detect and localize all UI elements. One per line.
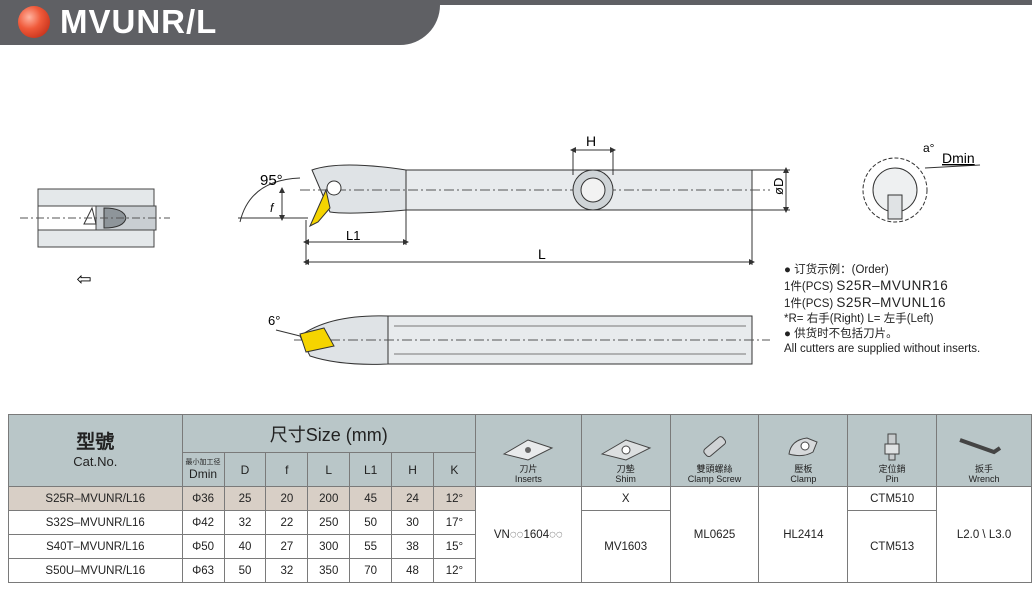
feed-arrow-icon: ⇦ [76, 269, 91, 289]
page-title: MVUNR/L [60, 3, 218, 40]
end-view-figure [862, 157, 981, 223]
order-note: ● 订货示例：(Order) 1件(PCS) S25R–MVUNR16 1件(P… [784, 263, 980, 357]
bullet-ball-icon [18, 6, 50, 38]
insert-icon [502, 439, 554, 461]
clamp-screw-icon [702, 436, 726, 458]
hand-legend: *R= 右手(Right) L= 左手(Left) [784, 313, 934, 325]
col-f: f [265, 452, 309, 487]
dim-H-label: H [586, 133, 596, 149]
pin-icon [884, 433, 900, 461]
shim-value-first: X [580, 486, 671, 511]
pin-value-rest: CTM513 [847, 510, 938, 583]
angle-95-label: 95° [260, 172, 283, 189]
dim-L1-label: L1 [346, 228, 360, 243]
insert-note-en: All cutters are supplied without inserts… [784, 343, 981, 355]
dim-D-label: øD [771, 178, 786, 195]
toolholder-side-view [275, 315, 770, 365]
shim-value-rest: MV1603 [580, 510, 671, 583]
header-rule [430, 0, 1032, 5]
wrench-value: L2.0 \ L3.0 [936, 486, 1032, 583]
clamp-value: HL2414 [758, 486, 849, 583]
dim-Dmin-label: Dmin [942, 150, 975, 166]
col-L: L [307, 452, 351, 487]
clamp-icon [788, 437, 818, 457]
dim-f-label: f [270, 201, 275, 215]
col-H: H [391, 452, 434, 487]
angle-6-label: 6° [268, 313, 280, 328]
pin-value-first: CTM510 [847, 486, 938, 511]
screw-value: ML0625 [669, 486, 760, 583]
header-banner [0, 0, 440, 45]
col-K: K [432, 452, 476, 487]
insert-value: VN◌◌1604◌◌ [474, 486, 582, 583]
order-example-heading: ● 订货示例：(Order) [784, 264, 889, 276]
dim-a-label: a° [923, 141, 935, 155]
col-L1: L1 [349, 452, 393, 487]
model-header: 型號 Cat.No. [8, 414, 183, 487]
bore-section-figure [20, 188, 170, 248]
table-row: S25R–MVUNR/L16 Φ36 25 20 200 45 24 12° V… [8, 486, 1032, 583]
table-row: S32S–MVUNR/L16 Φ42 32 22 250 50 30 17° M… [8, 510, 1032, 583]
order-line-right: 1件(PCS) S25R–MVUNR16 [784, 278, 949, 293]
wrench-icon [959, 438, 1002, 455]
shim-icon [600, 439, 651, 461]
order-line-left: 1件(PCS) S25R–MVUNL16 [784, 295, 946, 310]
dim-L-label: L [538, 246, 546, 262]
toolholder-top-view [238, 147, 790, 265]
size-header: 尺寸Size (mm) [181, 414, 476, 453]
technical-drawing: ⇦ 95° f L1 L H øD [20, 133, 981, 365]
col-D: D [223, 452, 267, 487]
insert-note-cn: ● 供货时不包括刀片。 [784, 328, 898, 340]
table-row: S50U–MVUNR/L16 Φ63 50 32 350 70 48 12° [8, 558, 1032, 583]
